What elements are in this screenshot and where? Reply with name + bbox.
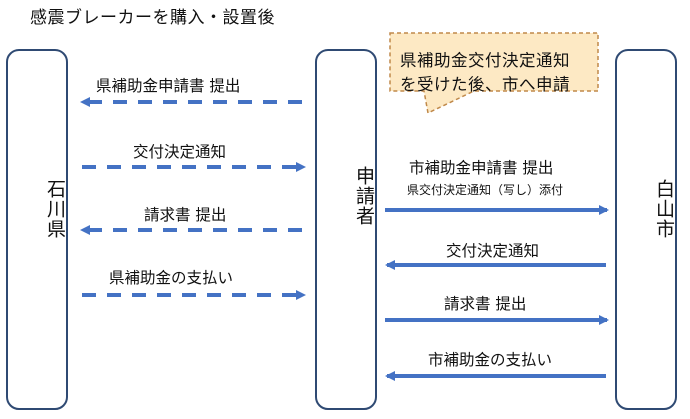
flow-sublabel-right-1: 県交付決定通知（写し）添付 <box>407 183 564 197</box>
flow-label-left-4: 県補助金の支払い <box>109 269 234 287</box>
flow-label-right-2: 交付決定通知 <box>446 242 540 260</box>
flow-label-left-1: 県補助金申請書 提出 <box>96 77 241 95</box>
flow-label-right-4: 市補助金の支払い <box>428 351 553 369</box>
callout-text: 県補助金交付決定通知 を受けた後、市へ申請 <box>400 49 570 97</box>
party-box-ishikawa: 石川県 <box>6 49 68 410</box>
party-label-hakusan: 白山市 <box>653 179 675 239</box>
party-label-ishikawa: 石川県 <box>44 179 66 239</box>
party-box-hakusan: 白山市 <box>615 49 677 410</box>
flow-label-left-2: 交付決定通知 <box>133 143 227 161</box>
callout-line-2: を受けた後、市へ申請 <box>400 75 570 94</box>
flow-label-left-3: 請求書 提出 <box>144 206 227 224</box>
flow-label-right-1: 市補助金申請書 提出 <box>409 159 554 177</box>
callout-bubble <box>389 32 599 115</box>
callout-line-1: 県補助金交付決定通知 <box>400 51 570 70</box>
flow-label-right-3: 請求書 提出 <box>444 295 527 313</box>
diagram-title: 感震ブレーカーを購入・設置後 <box>30 8 275 28</box>
party-label-applicant: 申請者 <box>353 166 375 226</box>
party-box-applicant: 申請者 <box>315 49 377 410</box>
